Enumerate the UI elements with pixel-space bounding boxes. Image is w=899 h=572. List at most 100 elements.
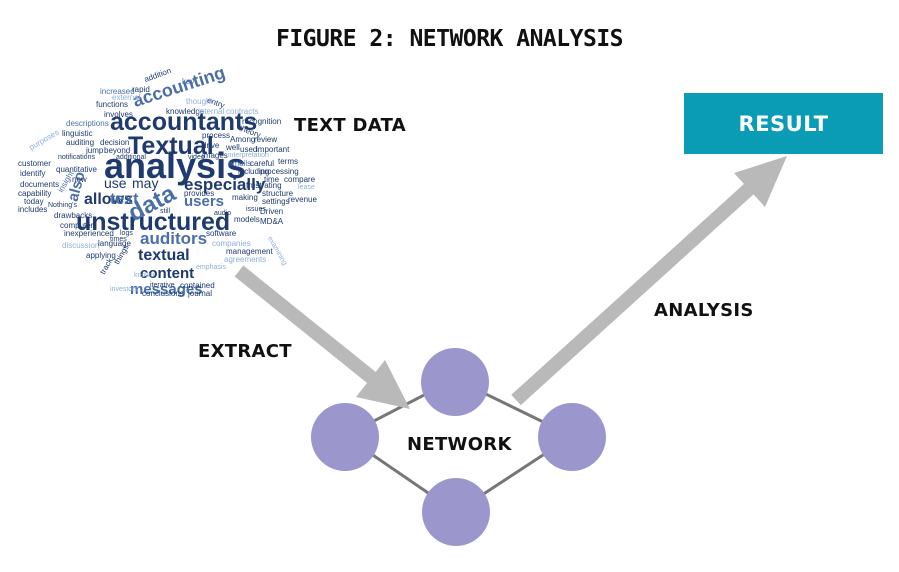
- cloud-word: revenue: [288, 195, 317, 204]
- network-label: NETWORK: [407, 434, 512, 455]
- text-data-label: TEXT DATA: [294, 115, 406, 136]
- cloud-word: discussion: [62, 241, 100, 250]
- cloud-word: journal: [188, 289, 213, 298]
- cloud-word: models: [234, 215, 260, 224]
- cloud-word: text: [110, 191, 139, 208]
- cloud-word: capability: [18, 189, 52, 198]
- cloud-word: includes: [18, 205, 48, 214]
- cloud-word: auditors: [140, 229, 208, 248]
- cloud-word: may: [132, 175, 159, 191]
- cloud-word: textual: [138, 247, 190, 264]
- cloud-word: MD&A: [260, 217, 284, 226]
- cloud-word: contracts: [226, 107, 259, 116]
- analysis-arrow: [511, 156, 787, 406]
- cloud-word: applying: [86, 251, 116, 260]
- cloud-word: used: [240, 145, 258, 154]
- cloud-word: logs: [120, 230, 133, 237]
- cloud-word: times: [110, 236, 127, 243]
- cloud-word: audio: [214, 210, 232, 217]
- cloud-word: messages: [130, 281, 203, 298]
- cloud-word: especially: [184, 175, 266, 194]
- cloud-word: knowledge: [166, 107, 205, 116]
- cloud-word: today: [24, 197, 44, 206]
- cloud-word: well: [226, 143, 240, 152]
- cloud-word: companies: [212, 239, 251, 248]
- cloud-word: lease: [298, 184, 315, 191]
- figure-title: FIGURE 2: NETWORK ANALYSIS: [275, 26, 624, 52]
- cloud-word: purposes: [27, 127, 61, 152]
- cloud-word: management: [226, 247, 273, 256]
- cloud-word: involves: [104, 110, 133, 119]
- cloud-word: descriptions: [66, 119, 109, 128]
- cloud-word: now: [72, 175, 87, 184]
- cloud-word: conclusions: [142, 289, 184, 298]
- cloud-word: documents: [20, 180, 60, 189]
- cloud-word: including: [238, 167, 270, 176]
- extract-label: EXTRACT: [198, 341, 292, 362]
- node-top: [421, 348, 489, 416]
- cloud-word: Among: [230, 135, 256, 144]
- cloud-word: making: [232, 193, 258, 202]
- cloud-word: notifications: [58, 154, 95, 161]
- cloud-word: Textual: [128, 132, 214, 160]
- node-bottom: [422, 478, 490, 546]
- cloud-word: settings: [262, 197, 290, 206]
- cloud-word: Nothing's: [48, 202, 77, 209]
- cloud-word: language: [98, 239, 131, 248]
- cloud-word: drive: [202, 141, 220, 150]
- cloud-word: quantitative: [56, 165, 97, 174]
- cloud-word: contained: [180, 281, 215, 290]
- cloud-word: still: [160, 208, 171, 215]
- cloud-word: auditing: [66, 138, 95, 147]
- node-left: [311, 403, 379, 471]
- cloud-word: beyond: [104, 146, 131, 155]
- cloud-word: rapid: [132, 85, 150, 94]
- cloud-word: review: [254, 135, 278, 144]
- cloud-word: known: [134, 272, 155, 279]
- cloud-word: issues: [246, 206, 266, 213]
- cloud-word: time: [264, 175, 280, 184]
- cloud-word: inexperienced: [64, 229, 114, 238]
- cloud-word: customer: [18, 159, 51, 168]
- cloud-word: processing: [260, 167, 299, 176]
- cloud-word: linguistic: [62, 129, 93, 138]
- cloud-word: terms: [278, 157, 298, 166]
- cloud-word: investors: [110, 286, 139, 293]
- cloud-word: thought: [186, 97, 213, 106]
- cloud-word: internal: [198, 107, 225, 116]
- cloud-word: emails: [228, 159, 252, 168]
- cloud-word: software: [206, 229, 237, 238]
- cloud-word: process: [202, 131, 231, 140]
- cloud-word: identify: [20, 169, 46, 178]
- cloud-word: computer: [60, 221, 94, 230]
- result-box: RESULT: [684, 93, 883, 154]
- cloud-word: video: [188, 154, 205, 161]
- analysis-label: ANALYSIS: [654, 300, 754, 321]
- cloud-word: images: [202, 151, 228, 160]
- cloud-word: unstructured: [76, 208, 231, 236]
- cloud-word: content: [140, 265, 195, 282]
- cloud-word: external: [112, 93, 141, 102]
- cloud-word: careful: [250, 159, 275, 168]
- cloud-word: important: [256, 145, 290, 154]
- cloud-word: functions: [96, 100, 129, 109]
- cloud-word: accountants: [110, 108, 258, 136]
- cloud-word: recognition: [242, 117, 282, 126]
- cloud-word: jump: [86, 146, 104, 155]
- cloud-word: decision: [100, 138, 130, 147]
- result-label: RESULT: [738, 111, 829, 136]
- cloud-word: provides: [184, 189, 215, 198]
- extract-arrow: [234, 265, 410, 409]
- cloud-word: Driven: [260, 207, 284, 216]
- cloud-word: use: [104, 175, 127, 191]
- cloud-word: structure: [262, 189, 294, 198]
- cloud-word: agreements: [224, 255, 267, 264]
- cloud-word: key: [182, 77, 195, 86]
- cloud-word: users: [184, 193, 225, 210]
- cloud-word: emphasis: [196, 264, 226, 271]
- cloud-word: iterative: [150, 282, 175, 289]
- cloud-word: additional: [116, 154, 146, 161]
- cloud-word: increased: [100, 87, 135, 96]
